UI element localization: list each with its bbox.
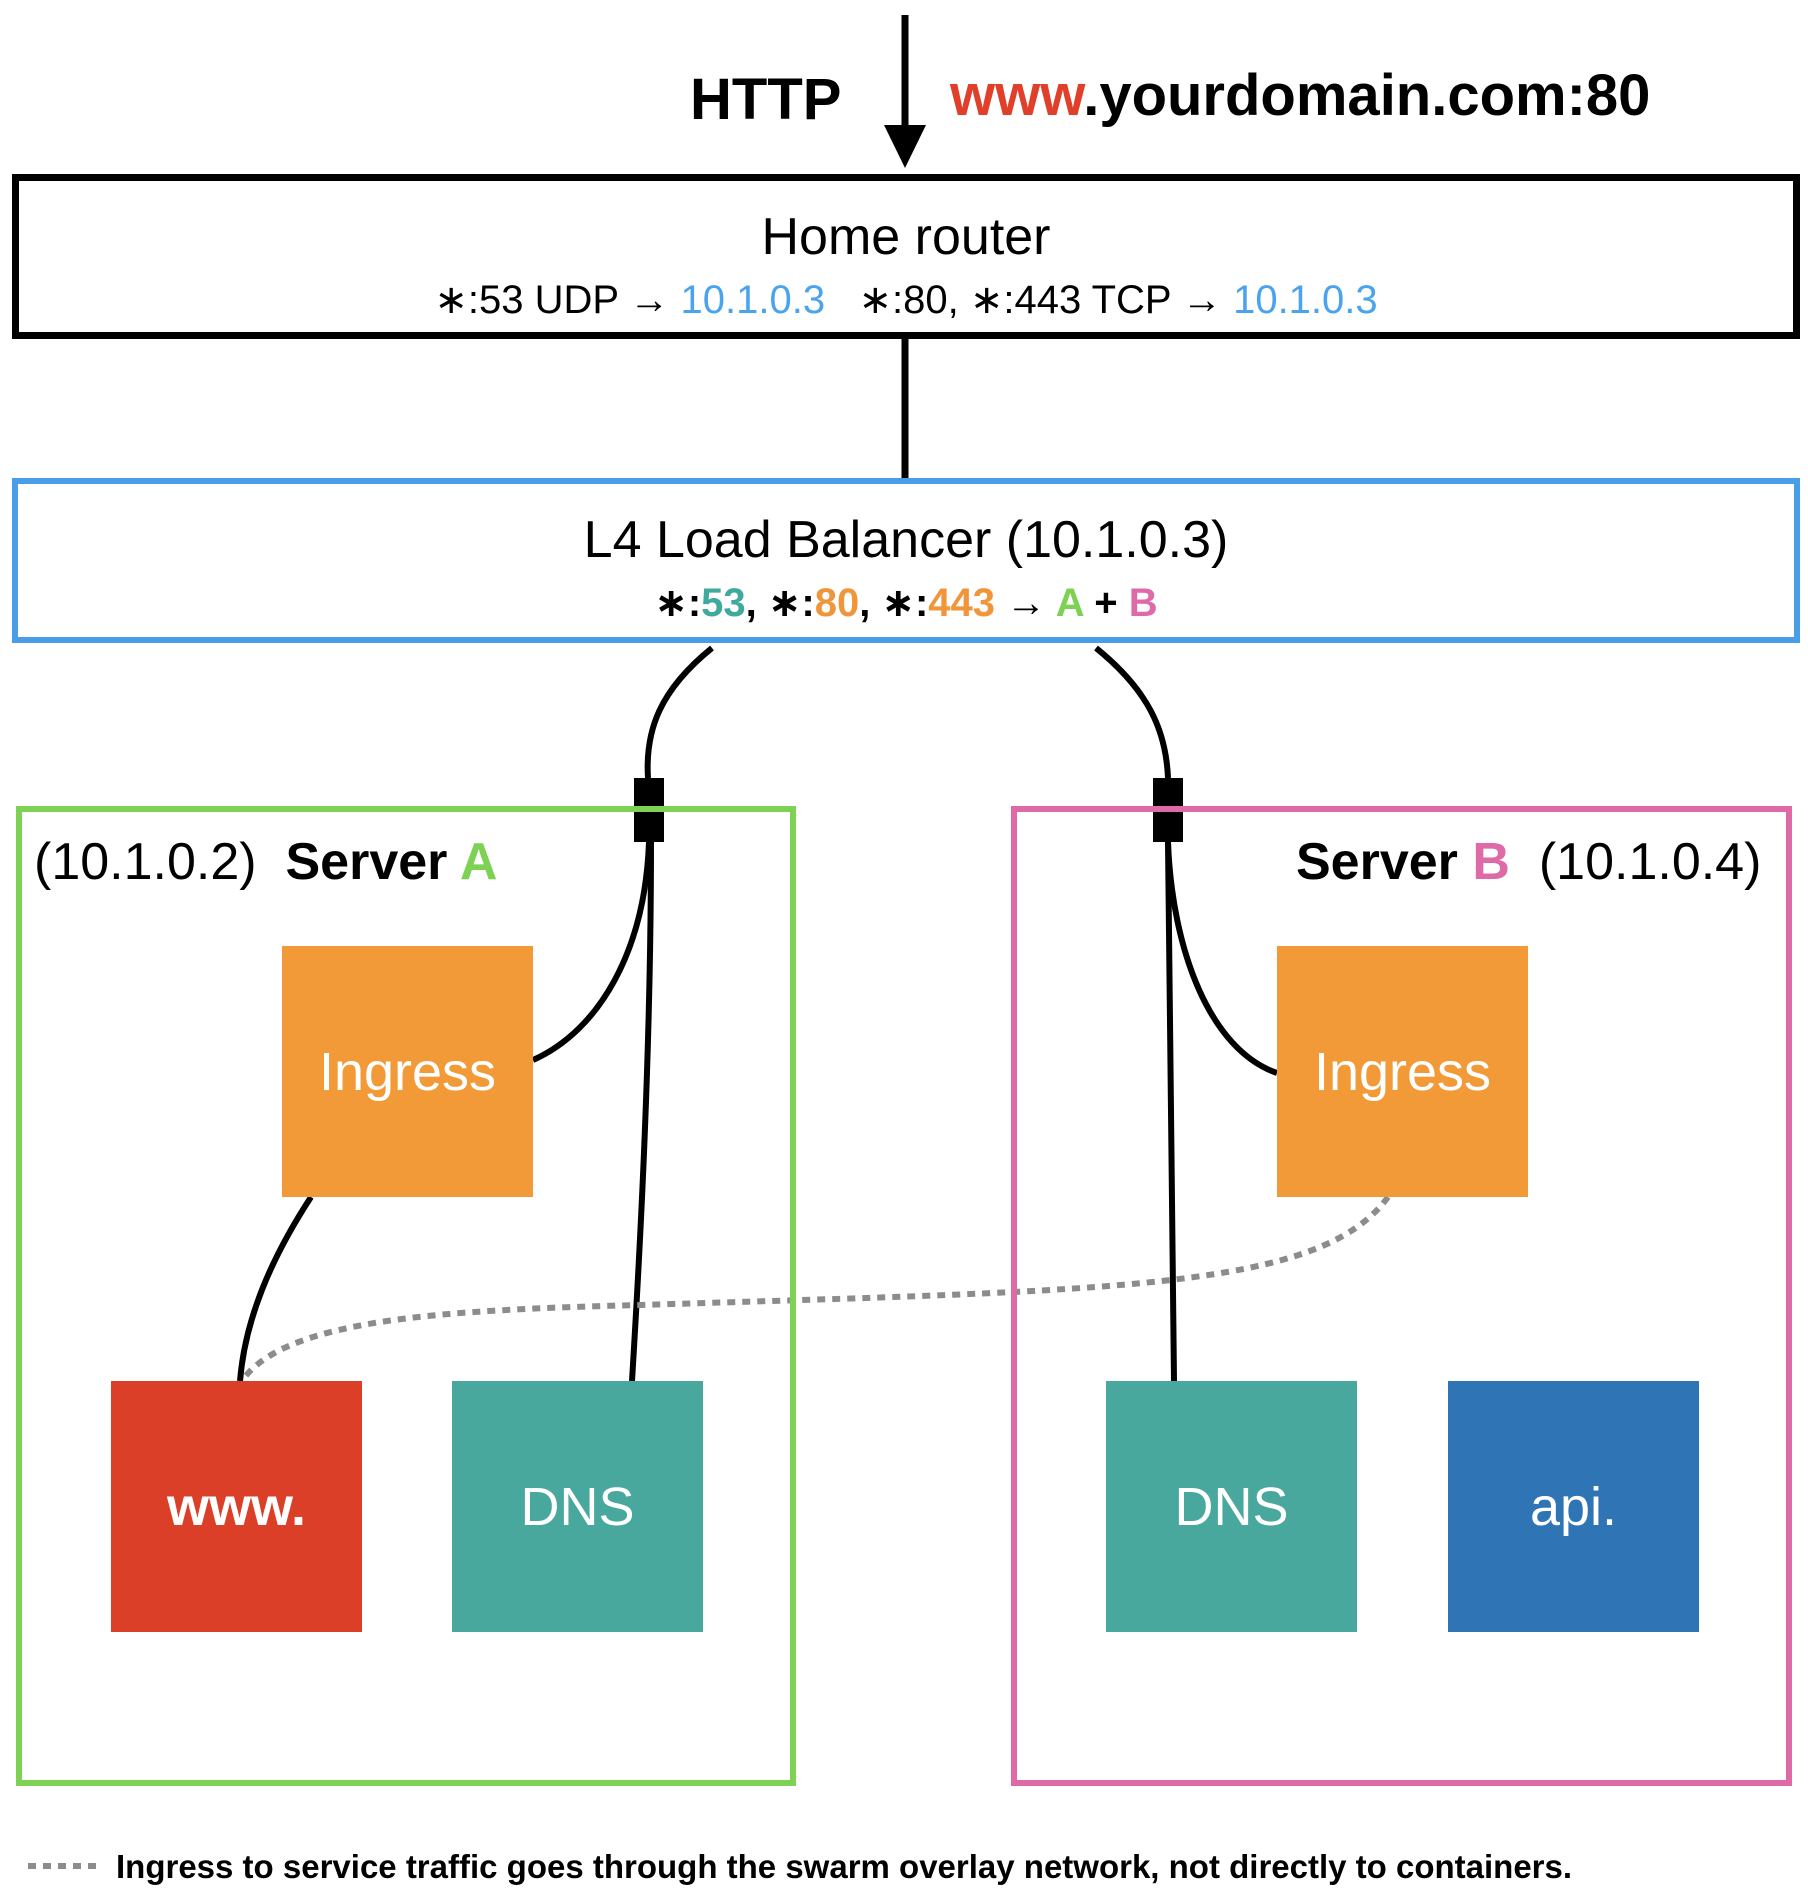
home-router-title: Home router	[761, 208, 1051, 266]
lb-port-443: 443	[928, 581, 996, 625]
lb-to-server-b-line	[1094, 645, 1171, 779]
server-b-api-service: api.	[1448, 1381, 1699, 1632]
server-a-ingress: Ingress	[282, 946, 533, 1197]
lb-port-prefix: , ∗:	[859, 581, 929, 625]
load-balancer-rules: ∗:53, ∗:80, ∗:443 → A + B	[18, 580, 1794, 626]
server-b-letter: B	[1472, 833, 1510, 891]
server-a-www-service: www.	[111, 1381, 362, 1632]
lb-port-80: 80	[814, 581, 860, 625]
router-rule-udp-target: 10.1.0.3	[680, 278, 826, 322]
overlay-network-dotted-line	[241, 1195, 1391, 1380]
lb-target-a: A	[1055, 581, 1084, 625]
lb-to-server-a-line	[644, 645, 714, 779]
server-b-dns-service: DNS	[1106, 1381, 1357, 1632]
router-rule-udp: ∗:53 UDP →	[434, 278, 681, 322]
port-b-to-dns-b-line	[1165, 841, 1177, 1382]
domain-label: www.yourdomain.com:80	[950, 62, 1650, 129]
server-a-ip: (10.1.0.2)	[34, 833, 257, 891]
domain-rest: .yourdomain.com:80	[1083, 63, 1651, 128]
legend-footnote: Ingress to service traffic goes through …	[116, 1848, 1573, 1885]
ingress-a-to-www-line	[237, 1195, 314, 1382]
server-b-ingress: Ingress	[1277, 946, 1528, 1197]
load-balancer-title: L4 Load Balancer (10.1.0.3)	[583, 511, 1229, 569]
load-balancer-box: L4 Load Balancer (10.1.0.3) ∗:53, ∗:80, …	[12, 478, 1800, 643]
port-a-to-ingress-a-line	[531, 841, 652, 1063]
lb-port-prefix: , ∗:	[745, 581, 815, 625]
lb-port-53: 53	[701, 581, 746, 625]
server-b-ip: (10.1.0.4)	[1538, 833, 1762, 891]
server-b-label: Server B (10.1.0.4)	[1296, 832, 1761, 892]
server-b-name: Server	[1296, 833, 1473, 891]
server-a-letter: A	[459, 833, 498, 891]
domain-prefix: www	[950, 63, 1084, 128]
server-b-box	[1011, 806, 1792, 1786]
port-a-to-dns-a-line	[629, 841, 654, 1382]
router-rule-tcp-target: 10.1.0.3	[1233, 278, 1378, 322]
server-a-label: (10.1.0.2) Server A	[34, 832, 497, 892]
lb-port-prefix: ∗:	[654, 581, 702, 625]
incoming-arrow-head	[884, 125, 926, 168]
home-router-rules: ∗:53 UDP → 10.1.0.3 ∗:80, ∗:443 TCP → 10…	[19, 277, 1793, 323]
lb-arrow: →	[995, 581, 1056, 625]
router-rule-tcp: ∗:80, ∗:443 TCP →	[858, 278, 1234, 322]
server-a-box	[16, 806, 796, 1786]
server-a-dns-service: DNS	[452, 1381, 703, 1632]
lb-target-b: B	[1128, 581, 1158, 625]
server-a-name: Server	[285, 833, 460, 891]
protocol-label: HTTP	[690, 67, 842, 132]
lb-plus: +	[1083, 581, 1129, 625]
home-router-box: Home router ∗:53 UDP → 10.1.0.3 ∗:80, ∗:…	[12, 174, 1800, 339]
